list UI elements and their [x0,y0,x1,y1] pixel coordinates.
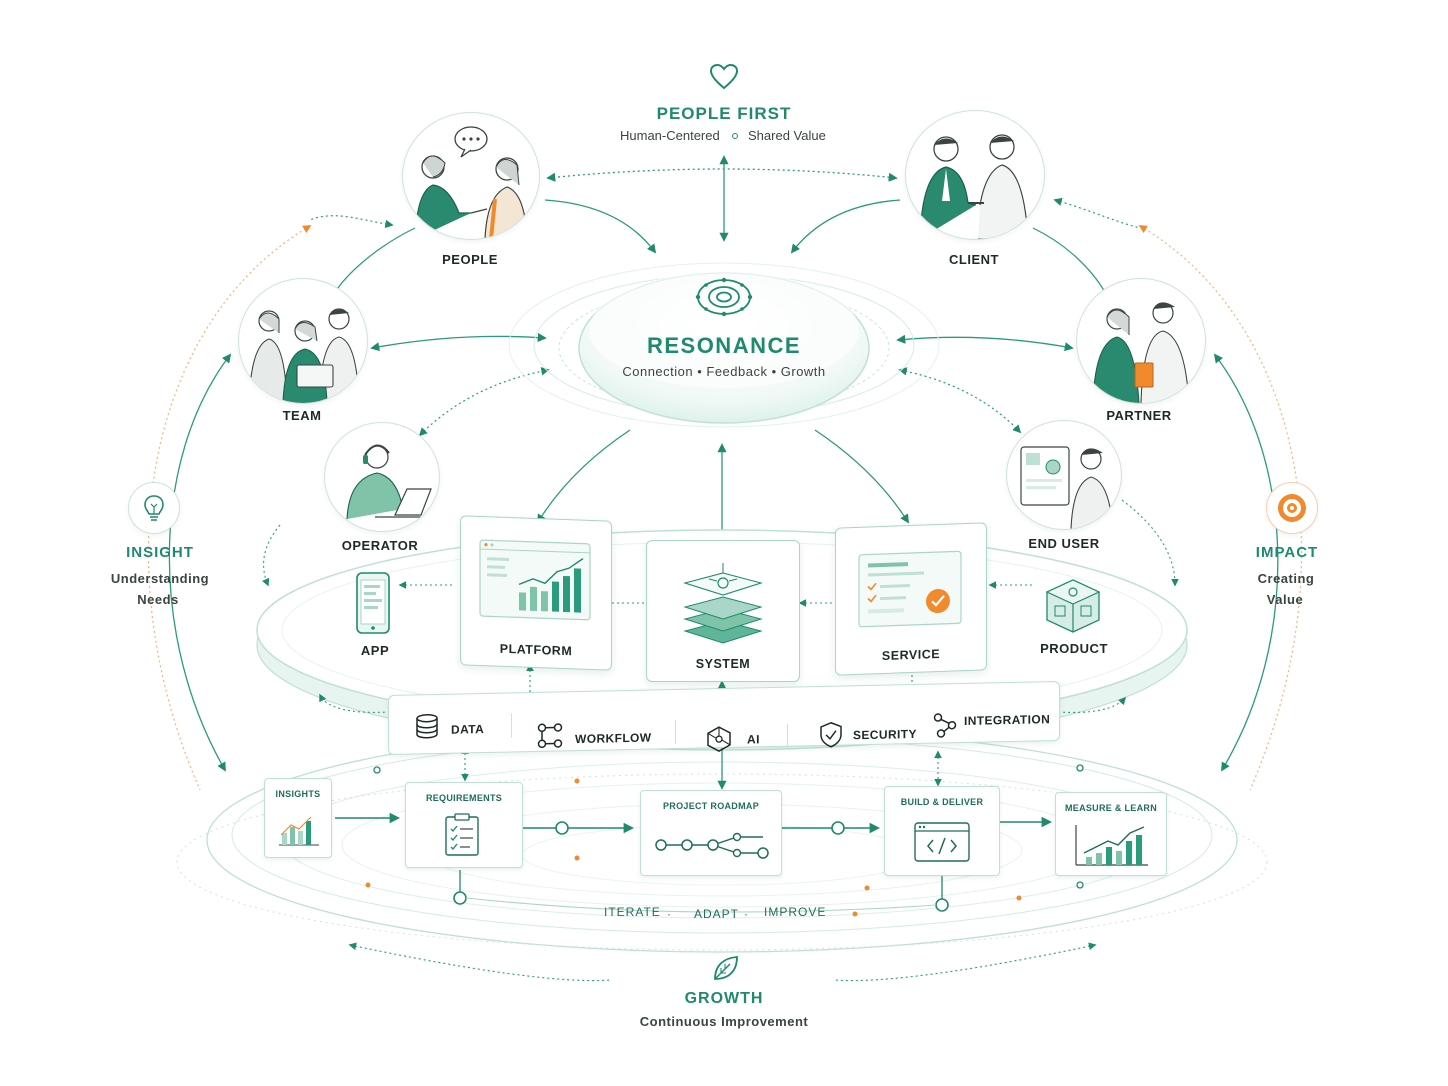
header-subtitle-right: Shared Value [748,128,826,143]
stacked-layers-icon [683,563,763,644]
integration-label: INTEGRATION [964,712,1051,728]
divider [511,713,512,738]
system-card: SYSTEM [646,540,800,682]
phone-icon [356,572,390,634]
loop-adapt: ADAPT [694,907,740,921]
dashboard-chart-icon [479,539,591,621]
footer-title: GROWTH [684,990,764,1007]
divider [787,723,788,748]
roadmap-label: PROJECT ROADMAP [662,801,759,811]
people-label: PEOPLE [442,252,498,267]
platform-label: PLATFORM [499,641,573,659]
service-card: SERVICE [835,522,987,676]
end-user-illustration [1006,420,1122,530]
header-title: PEOPLE FIRST [656,104,792,123]
target-icon [1278,494,1306,522]
insight-line-1: Understanding [110,571,210,586]
measure-learn-card: MEASURE & LEARN [1055,792,1167,876]
data-label: DATA [451,722,485,737]
measure-learn-label: MEASURE & LEARN [1064,803,1157,813]
loop-separator: · [667,907,671,921]
integration-icon [933,713,957,738]
divider [675,720,676,745]
insights-card: INSIGHTS [264,778,332,858]
heart-icon [709,63,739,90]
product-label: PRODUCT [1040,641,1108,656]
team-label: TEAM [282,408,322,423]
app-label: APP [360,643,390,658]
header-subtitle-left: Human-Centered [620,128,720,143]
end-user-label: END USER [1028,536,1100,551]
platform-card: PLATFORM [460,515,612,671]
center-title: RESONANCE [646,333,802,358]
insight-line-2: Needs [137,592,179,607]
loop-iterate: ITERATE [604,905,661,919]
workflow-label: WORKFLOW [575,730,652,747]
foundation-bar: DATA WORKFLOW AI SECURITY [388,680,1060,756]
insights-label: INSIGHTS [275,789,321,799]
ai-label: AI [747,732,760,747]
partner-label: PARTNER [1106,408,1172,423]
database-icon [416,713,438,739]
loop-separator: · [744,907,748,921]
security-shield-icon [820,721,842,748]
code-window-icon [914,822,970,862]
requirements-card: REQUIREMENTS [405,782,523,868]
bar-chart-icon [279,816,319,846]
service-label: SERVICE [881,646,941,664]
security-label: SECURITY [853,726,917,743]
client-illustration [905,110,1045,240]
impact-line-2: Value [1266,592,1304,607]
resonance-rings-icon [695,277,753,317]
insight-title: INSIGHT [126,544,194,561]
impact-badge [1266,482,1318,534]
clipboard-checklist-icon [445,813,479,856]
service-checklist-icon [858,550,962,628]
workflow-icon [537,723,563,749]
build-deliver-label: BUILD & DELIVER [900,797,984,807]
growth-chart-icon [1075,825,1148,866]
operator-label: OPERATOR [341,538,419,553]
center-subtitle: Connection • Feedback • Growth [622,364,826,379]
client-label: CLIENT [949,252,999,267]
insight-badge [128,482,180,534]
lightbulb-icon [144,495,164,521]
team-illustration [238,278,368,404]
system-label: SYSTEM [695,657,751,671]
ai-chip-icon [707,726,731,752]
operator-illustration [324,422,440,532]
loop-improve: IMPROVE [764,905,827,919]
requirements-label: REQUIREMENTS [425,793,503,803]
people-illustration [402,112,540,240]
separator-dot [732,133,738,139]
product-cube-icon [1045,579,1101,633]
partner-illustration [1076,278,1206,404]
footer-subtitle: Continuous Improvement [639,1014,809,1029]
roadmap-card: PROJECT ROADMAP [640,790,782,876]
impact-title: IMPACT [1255,544,1319,561]
build-deliver-card: BUILD & DELIVER [884,786,1000,876]
roadmap-timeline-icon [655,832,769,859]
leaf-icon [714,956,738,980]
impact-line-1: Creating [1257,571,1315,586]
